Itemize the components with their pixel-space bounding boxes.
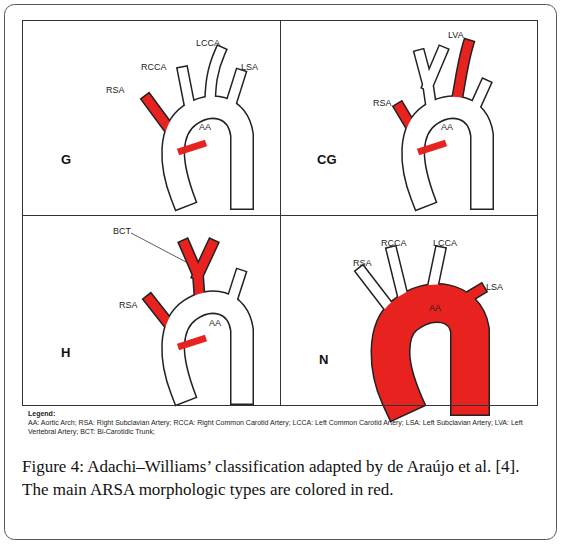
classification-panel: RSA RCCA LCCA LSA AA G bbox=[22, 20, 281, 216]
vessel-label: RCCA bbox=[141, 63, 167, 72]
legend-text: AA: Aortic Arch; RSA: Right Subclavian A… bbox=[28, 418, 533, 436]
vessel-label: BCT bbox=[113, 227, 131, 236]
classification-panel: BCT RSA AA H bbox=[22, 215, 281, 406]
legend-heading: Legend: bbox=[28, 409, 533, 418]
vessel-label: LCCA bbox=[196, 39, 220, 48]
classification-panel: RCCA LCCA RSA LSA AA N bbox=[280, 215, 538, 406]
vessel-label: RSA bbox=[119, 301, 138, 310]
vessel-label: RSA bbox=[106, 86, 125, 95]
vessel-label: AA bbox=[199, 123, 211, 132]
type-letter: H bbox=[61, 346, 70, 359]
vessel-label: RCCA bbox=[381, 239, 407, 248]
classification-panel: LVA RSA AA CG bbox=[280, 20, 538, 216]
type-letter: G bbox=[61, 153, 71, 166]
vessel-label: LSA bbox=[241, 63, 258, 72]
type-letter: CG bbox=[317, 153, 337, 166]
vessel-label: RSA bbox=[373, 99, 392, 108]
vessel-label: AA bbox=[429, 304, 441, 313]
type-letter: N bbox=[319, 353, 328, 366]
vessel-label: AA bbox=[209, 319, 221, 328]
vessel-label: LCCA bbox=[433, 239, 457, 248]
vessel-label: RSA bbox=[353, 259, 372, 268]
figure-caption: Figure 4: Adachi–Williams’ classificatio… bbox=[22, 456, 544, 502]
vessel-label: AA bbox=[441, 123, 453, 132]
vessel-label: LSA bbox=[486, 283, 503, 292]
vessel-label: LVA bbox=[448, 31, 464, 40]
